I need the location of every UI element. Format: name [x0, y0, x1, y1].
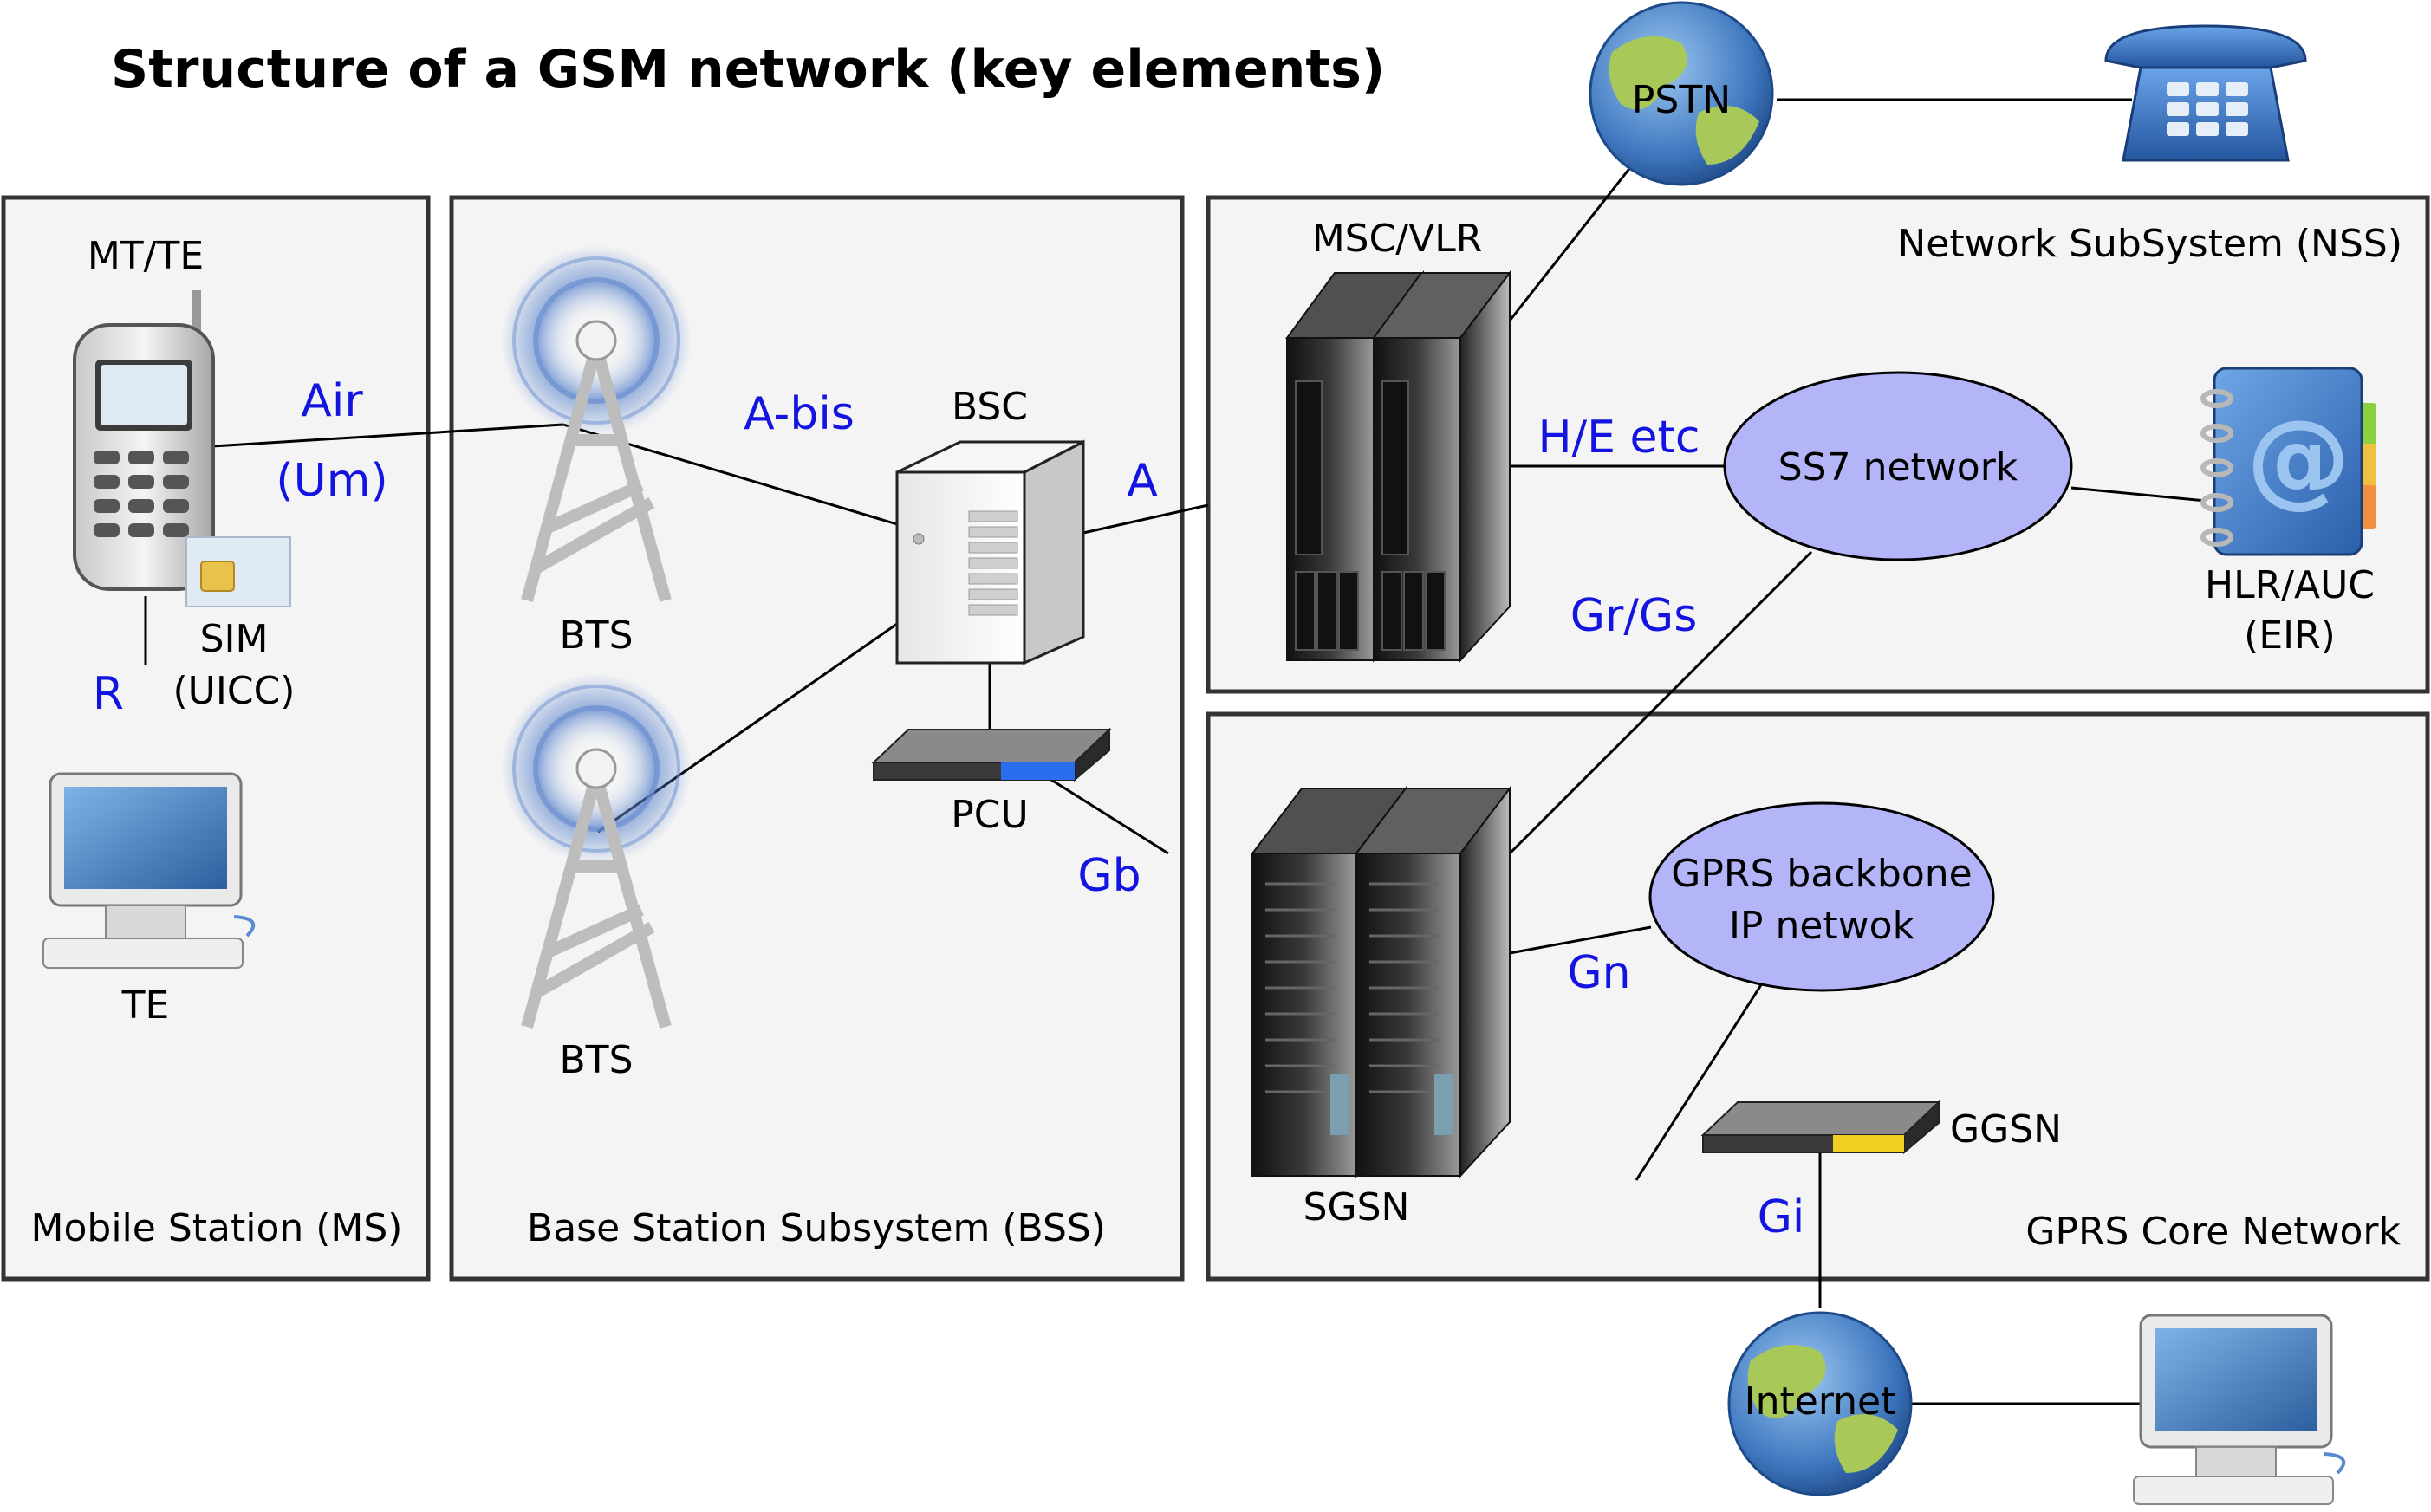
- link-air: [211, 423, 564, 448]
- hlr-auc-label: HLR/AUC: [2205, 563, 2375, 607]
- link-a: [1082, 503, 1209, 535]
- interface-gi-label: Gi: [1758, 1191, 1805, 1243]
- internet-globe-icon: [1727, 1311, 1913, 1496]
- eir-label: (EIR): [2244, 613, 2336, 658]
- mt-te-label: MT/TE: [88, 234, 204, 278]
- address-book-icon: @: [2200, 367, 2376, 556]
- msc-vlr-server-icon: [1285, 270, 1512, 663]
- pcu-label: PCU: [951, 793, 1028, 837]
- interface-air-label: Air: [301, 375, 363, 427]
- sgsn-label: SGSN: [1303, 1185, 1410, 1230]
- gprs-backbone-cloud: [1648, 801, 1995, 992]
- ggsn-label: GGSN: [1950, 1107, 2062, 1152]
- telephone-icon: [2104, 24, 2307, 162]
- link-gprs-ggsn: [1635, 980, 1765, 1181]
- interface-a-label: A: [1127, 455, 1158, 507]
- link-gb: [1043, 774, 1169, 855]
- link-ss7-hlr: [2070, 486, 2207, 503]
- bts-tower-icon-1: [501, 245, 692, 602]
- ss7-network-cloud: [1723, 371, 2073, 561]
- msc-vlr-label: MSC/VLR: [1312, 217, 1483, 261]
- interface-gn-label: Gn: [1567, 947, 1630, 999]
- pcu-device-icon: [871, 727, 1112, 782]
- bsc-label: BSC: [952, 385, 1028, 429]
- gprs-backbone-label-2: IP netwok: [1729, 904, 1915, 948]
- pstn-label: PSTN: [1632, 78, 1731, 122]
- link-grgs: [1508, 550, 1813, 855]
- svg-text:@: @: [2246, 399, 2350, 519]
- gprs-backbone-label-1: GPRS backbone: [1671, 852, 1973, 896]
- bts-label-1: BTS: [560, 613, 634, 658]
- interface-gb-label: Gb: [1077, 850, 1141, 902]
- mobile-phone-icon: [73, 290, 215, 591]
- bts-label-2: BTS: [560, 1038, 634, 1082]
- computer-icon: [42, 772, 256, 969]
- interface-grgs-label: Gr/Gs: [1570, 590, 1698, 642]
- sim-card-icon: [185, 536, 291, 607]
- ss7-network-label: SS7 network: [1778, 445, 2018, 490]
- interface-abis-label: A-bis: [744, 388, 855, 440]
- link-gn: [1509, 925, 1652, 955]
- panel-gprs-label: GPRS Core Network: [2025, 1210, 2401, 1254]
- internet-label: Internet: [1745, 1379, 1896, 1424]
- links: [144, 98, 2207, 1405]
- sgsn-server-icon: [1250, 786, 1512, 1178]
- panel-ms-label: Mobile Station (MS): [31, 1206, 403, 1250]
- interface-um-label: (Um): [276, 455, 387, 507]
- bsc-server-icon: [895, 439, 1085, 665]
- uicc-label: (UICC): [173, 669, 296, 713]
- sim-label: SIM: [200, 617, 269, 661]
- bts-tower-icon-2: [501, 673, 692, 1029]
- panel-bss-label: Base Station Subsystem (BSS): [527, 1206, 1106, 1250]
- interface-r-label: R: [93, 668, 124, 720]
- pstn-globe-icon: [1589, 1, 1774, 186]
- panel-mobile-station: [1, 195, 431, 1282]
- interface-he-label: H/E etc: [1538, 412, 1700, 464]
- internet-computer-icon: [2133, 1314, 2346, 1505]
- panel-nss-label: Network SubSystem (NSS): [1897, 222, 2402, 266]
- link-msc-pstn: [1508, 157, 1640, 321]
- ggsn-device-icon: [1700, 1100, 1941, 1155]
- diagram-title: Structure of a GSM network (key elements…: [111, 39, 1385, 100]
- te-label: TE: [121, 983, 170, 1028]
